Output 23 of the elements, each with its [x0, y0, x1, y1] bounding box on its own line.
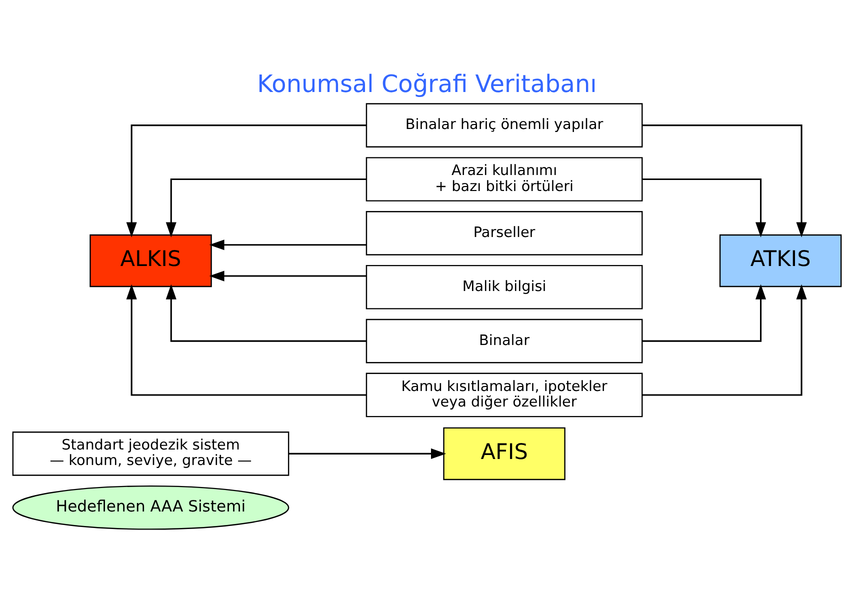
arrow [288, 448, 446, 459]
diagram-title: Konumsal Coğrafi Veritabanı [257, 70, 597, 98]
node-box: Parseller [366, 211, 643, 256]
arrow [642, 178, 766, 238]
node-ellipse: Hedeflenen AAA Sistemi [12, 485, 290, 530]
node-box: ALKIS [90, 234, 212, 288]
node-box: Kamu kısıtlamaları, ipotekler veya diğer özellikler [366, 372, 643, 418]
node-box: AFIS [443, 427, 566, 480]
node-box: ATKIS [719, 234, 842, 288]
arrow [166, 284, 366, 342]
arrow [642, 284, 766, 342]
arrow [209, 240, 366, 250]
arrow [166, 178, 366, 238]
node-box: Binalar hariç önemli yapılar [366, 103, 643, 148]
arrow [642, 124, 807, 238]
node-box: Malik bilgisi [366, 264, 643, 310]
arrow [126, 124, 366, 238]
arrow [642, 284, 807, 396]
arrow [209, 270, 366, 282]
node-box: Arazi kullanımı + bazı bitki örtüleri [366, 157, 643, 202]
arrow [126, 284, 366, 396]
node-box: Binalar [366, 318, 643, 364]
node-box: Standart jeodezik sistem — konum, seviye, gravite — [12, 432, 290, 476]
